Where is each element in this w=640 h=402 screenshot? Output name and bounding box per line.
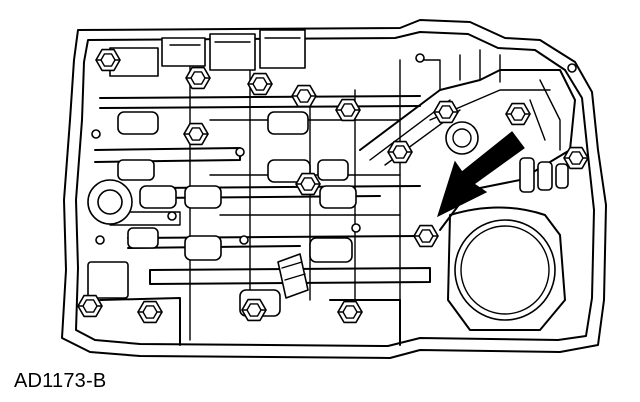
pivot-eye <box>87 121 479 225</box>
bolt-icon <box>433 100 459 124</box>
bolt-icon <box>137 300 163 324</box>
plate-outline <box>61 19 607 359</box>
alignment-holes <box>91 53 577 245</box>
callout-arrow <box>437 131 525 218</box>
bolt-icon <box>505 102 531 126</box>
bolt-icon <box>295 172 321 196</box>
bolt-icon <box>291 84 317 108</box>
bolt-icon <box>413 224 439 248</box>
bolt-icon <box>241 298 267 322</box>
bolt-icon <box>183 122 209 146</box>
bolt-icon <box>185 66 211 90</box>
bolt-icon <box>247 72 273 96</box>
bolt-icon <box>563 146 589 170</box>
upper-valve-bores <box>109 29 306 77</box>
bolt-icon <box>77 294 103 318</box>
manual-valve-detent <box>277 253 309 299</box>
bolt-layer <box>77 48 589 324</box>
figure-id-label: AD1173-B <box>14 370 107 392</box>
spool-valves <box>87 111 569 317</box>
bolt-icon <box>387 140 413 164</box>
bolt-icon <box>335 98 361 122</box>
bolt-icon <box>95 48 121 72</box>
bolt-icon <box>337 300 363 324</box>
accumulator-bore <box>447 206 566 331</box>
